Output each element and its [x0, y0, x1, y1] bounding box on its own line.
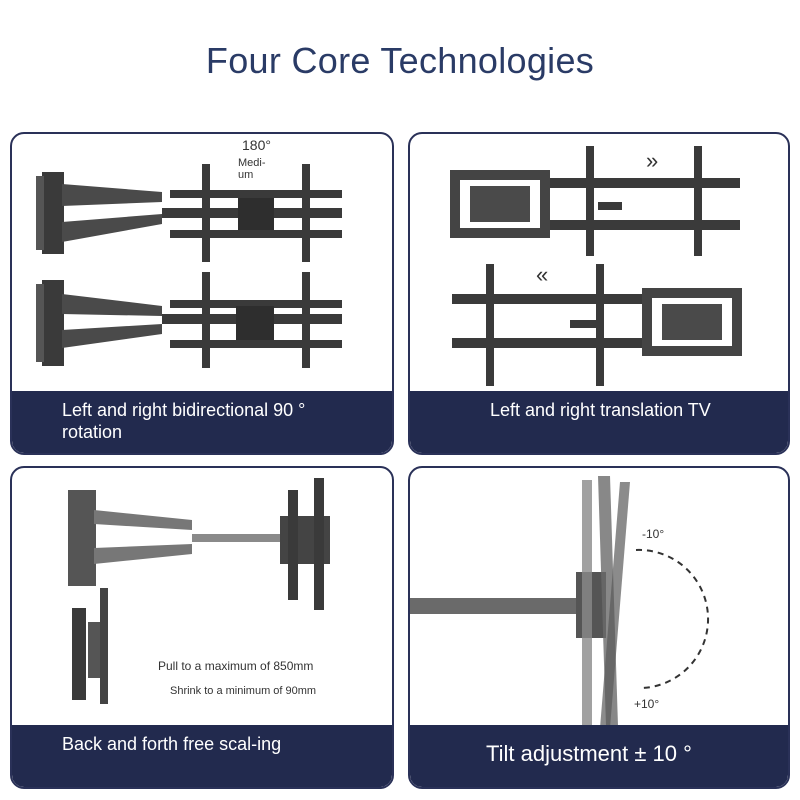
mount-extended [68, 478, 330, 610]
extension-caption: Back and forth free scal-ing [12, 725, 392, 787]
mount-bottom [452, 264, 742, 386]
page-title: Four Core Technologies [205, 40, 595, 81]
tilt-arc [635, 548, 709, 689]
rotation-panel: 180° Medi- um Left and right bidirection… [10, 132, 394, 455]
tilt-up-label: -10° [642, 527, 664, 541]
tilt-mount [410, 476, 630, 730]
arrow-right-icon: » [646, 148, 658, 173]
mount-compact [72, 588, 108, 704]
translation-panel: » « Left and right translation TV [408, 132, 790, 455]
mount-top [36, 164, 342, 262]
mode-label-2: um [238, 169, 253, 181]
translation-caption: Left and right translation TV [410, 391, 788, 453]
tilt-caption: Tilt adjustment ± 10 ° [410, 725, 788, 787]
angle-label: 180° [242, 137, 271, 153]
tilt-panel: -10° +10° Tilt adjustment ± 10 ° [408, 466, 790, 789]
max-extension-label: Pull to a maximum of 850mm [158, 659, 313, 673]
min-extension-label: Shrink to a minimum of 90mm [170, 685, 316, 697]
tilt-illustration: -10° +10° [410, 476, 709, 730]
extension-panel: Pull to a maximum of 850mm Shrink to a m… [10, 466, 394, 789]
mount-top [450, 146, 740, 256]
tilt-down-label: +10° [634, 697, 659, 711]
mount-bottom [36, 272, 342, 368]
rotation-illustration: 180° Medi- um [36, 137, 342, 368]
mode-label-1: Medi- [238, 157, 266, 169]
arrow-left-icon: « [536, 262, 548, 287]
extension-illustration: Pull to a maximum of 850mm Shrink to a m… [68, 478, 330, 704]
rotation-caption: Left and right bidirectional 90 ° rotati… [12, 391, 392, 453]
translation-illustration: » « [450, 146, 742, 386]
